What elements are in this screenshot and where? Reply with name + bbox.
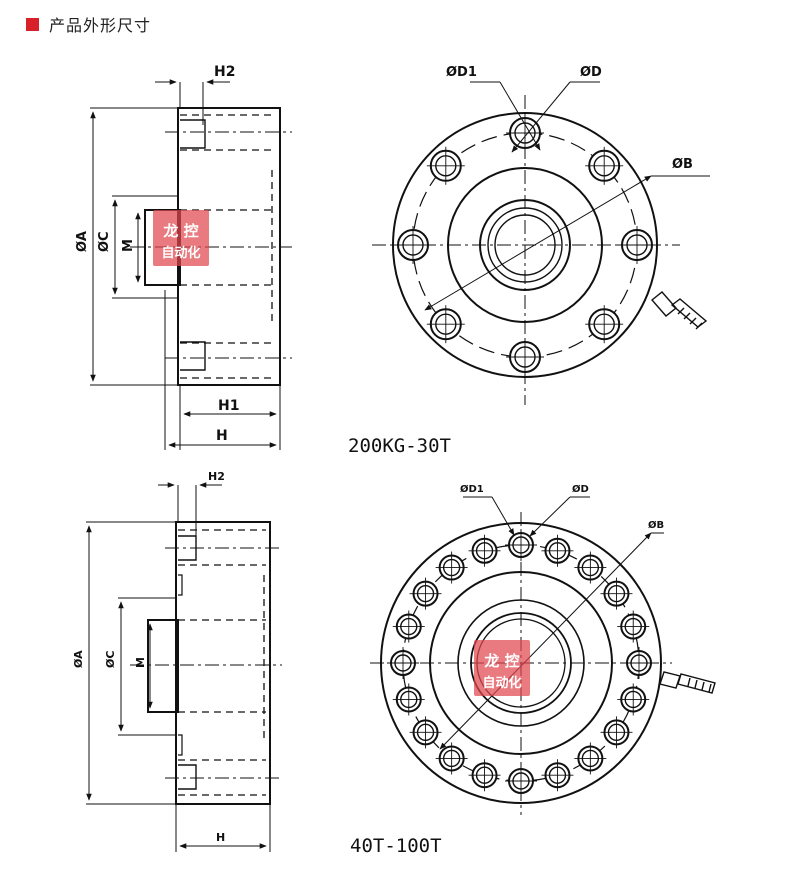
top1-bolt-hole — [394, 226, 432, 264]
side1-c-label: ØC — [97, 231, 112, 252]
svg-text:自动化: 自动化 — [161, 245, 200, 261]
top1-bolt-hole — [426, 305, 465, 344]
top1-b-label: ØB — [672, 157, 693, 172]
top1-d-label: ØD — [580, 65, 602, 80]
top2-bolt-hole — [468, 759, 501, 792]
top1-bolt-hole — [618, 226, 656, 264]
side2-boss — [147, 619, 179, 713]
svg-text:龙 控: 龙 控 — [162, 222, 198, 240]
top2-bolt-hole — [623, 647, 655, 679]
side1-h1-label: H1 — [218, 398, 239, 414]
top1-bolt-hole — [585, 305, 624, 344]
top2-d1-label: ØD1 — [460, 483, 484, 495]
top2-bolt-hole — [409, 577, 442, 610]
top2-bolt-hole — [435, 551, 468, 584]
side2-m-label: M — [134, 657, 147, 668]
svg-text:龙 控: 龙 控 — [483, 652, 519, 670]
side2-a-label: ØA — [72, 650, 85, 668]
top2-cable-gland — [659, 671, 716, 694]
side2-c-label: ØC — [104, 651, 117, 668]
watermark-2: 龙 控 自动化 — [474, 640, 530, 696]
top1-d1-label: ØD1 — [446, 65, 477, 80]
side2-body — [175, 521, 271, 805]
top-view-1 — [372, 81, 710, 405]
top2-bolt-hole — [574, 551, 607, 584]
side1-h2-label: H2 — [214, 64, 235, 80]
top2-b-label: ØB — [648, 519, 664, 531]
caption-1: 200KG-30T — [348, 435, 451, 457]
top1-bolt-hole — [506, 114, 544, 152]
top2-bolt-hole — [392, 610, 425, 643]
top2-bolt-hole — [617, 683, 650, 716]
top-view-2 — [370, 496, 716, 815]
section-header: 产品外形尺寸 — [26, 12, 151, 36]
side1-a-label: ØA — [75, 231, 90, 252]
section-title: 产品外形尺寸 — [49, 16, 152, 35]
top2-d-label: ØD — [572, 483, 589, 495]
top2-bolt-hole — [435, 742, 468, 775]
top2-bolt-hole — [574, 742, 607, 775]
side-view-2 — [86, 482, 282, 852]
caption-2: 40T-100T — [350, 835, 442, 857]
top2-bolt-hole — [600, 716, 633, 749]
side1-h-label: H — [216, 428, 228, 444]
top2-bolt-hole — [387, 647, 419, 679]
top2-bolt-hole — [541, 534, 574, 567]
top2-bolt-hole — [505, 765, 537, 797]
top2-bolt-hole — [392, 683, 425, 716]
top1-cable-gland — [650, 291, 708, 330]
top2-bolt-hole — [617, 610, 650, 643]
top1-bolt-hole — [585, 146, 624, 185]
svg-text:自动化: 自动化 — [482, 675, 521, 691]
top2-bolt-hole — [468, 534, 501, 567]
top2-bolt-hole — [541, 759, 574, 792]
side2-h2-label: H2 — [208, 470, 225, 483]
top2-bolt-hole — [600, 577, 633, 610]
header-marker-icon — [26, 17, 39, 31]
side2-h-label: H — [216, 831, 225, 844]
top1-bolt-hole — [426, 146, 465, 185]
top1-bolt-hole — [506, 338, 544, 376]
side1-m-label: M — [121, 239, 136, 252]
watermark-1: 龙 控 自动化 — [153, 210, 209, 266]
top2-bolt-hole — [409, 716, 442, 749]
